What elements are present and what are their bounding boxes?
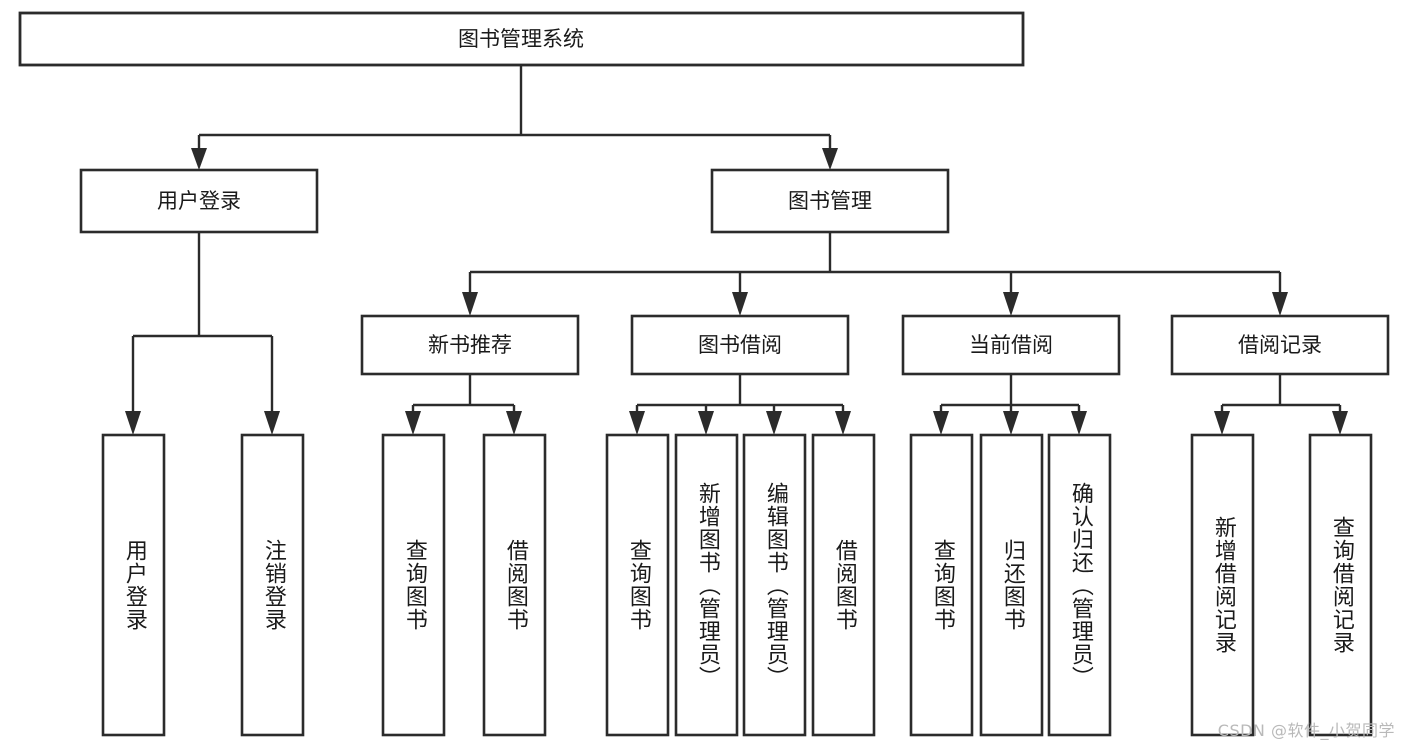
leaf-box-new-book-1[interactable] bbox=[381, 433, 446, 737]
connector-group-root bbox=[191, 65, 838, 170]
node-borrow-record[interactable]: 借阅记录 bbox=[1170, 314, 1390, 376]
connector-group-current-borrow bbox=[933, 374, 1087, 435]
leaf-box-book-borrow-4[interactable] bbox=[811, 433, 876, 737]
leaf-box-user-login-1[interactable] bbox=[101, 433, 166, 737]
arrow-bookmgmt-c3-icon bbox=[1003, 292, 1019, 316]
arrow-borrowrecord-c1-icon bbox=[1214, 411, 1230, 435]
arrow-bookborrow-c2-icon bbox=[698, 411, 714, 435]
node-book-management-label: 图书管理 bbox=[788, 189, 872, 213]
connector-group-user-login bbox=[125, 232, 280, 435]
arrow-bookborrow-c3-icon bbox=[766, 411, 782, 435]
node-user-login[interactable]: 用户登录 bbox=[79, 168, 319, 234]
leaf-box-user-login-2[interactable] bbox=[240, 433, 305, 737]
node-new-book-recommend[interactable]: 新书推荐 bbox=[360, 314, 580, 376]
arrow-newbook-c2-icon bbox=[506, 411, 522, 435]
arrow-bookborrow-c4-icon bbox=[835, 411, 851, 435]
node-borrow-record-label: 借阅记录 bbox=[1238, 333, 1322, 357]
arrow-root-to-bookmgmt-icon bbox=[822, 148, 838, 170]
arrow-root-to-login-icon bbox=[191, 148, 207, 170]
leaf-box-borrow-record-1[interactable] bbox=[1190, 433, 1255, 737]
arrow-newbook-c1-icon bbox=[405, 411, 421, 435]
node-root-box[interactable] bbox=[18, 11, 1025, 67]
node-borrow-record-box[interactable] bbox=[1170, 314, 1390, 376]
node-current-borrow-label: 当前借阅 bbox=[969, 333, 1053, 357]
leaf-box-new-book-2[interactable] bbox=[482, 433, 547, 737]
arrow-currentborrow-c1-icon bbox=[933, 411, 949, 435]
node-new-book-recommend-label: 新书推荐 bbox=[428, 333, 512, 357]
node-user-login-label: 用户登录 bbox=[157, 189, 241, 213]
connector-group-book-borrow bbox=[629, 374, 851, 435]
leaf-box-current-borrow-2[interactable] bbox=[979, 433, 1044, 737]
leaf-box-book-borrow-1[interactable] bbox=[605, 433, 670, 737]
arrow-bookmgmt-c2-icon bbox=[732, 292, 748, 316]
watermark-text: CSDN @软件_小贺同学 bbox=[1217, 721, 1395, 740]
arrow-borrowrecord-c2-icon bbox=[1332, 411, 1348, 435]
connector-group-book-management bbox=[462, 232, 1288, 316]
node-root-system[interactable]: 图书管理系统 bbox=[18, 11, 1025, 67]
node-root-label: 图书管理系统 bbox=[458, 27, 584, 51]
arrow-bookmgmt-c4-icon bbox=[1272, 292, 1288, 316]
leaf-box-current-borrow-3[interactable] bbox=[1047, 433, 1112, 737]
node-book-management[interactable]: 图书管理 bbox=[710, 168, 950, 234]
node-current-borrow-box[interactable] bbox=[901, 314, 1121, 376]
arrow-login-child-1-icon bbox=[125, 411, 141, 435]
arrow-currentborrow-c3-icon bbox=[1071, 411, 1087, 435]
leaf-box-book-borrow-3[interactable] bbox=[742, 433, 807, 737]
node-book-borrow-label: 图书借阅 bbox=[698, 333, 782, 357]
node-book-management-box[interactable] bbox=[710, 168, 950, 234]
arrow-bookborrow-c1-icon bbox=[629, 411, 645, 435]
node-book-borrow-box[interactable] bbox=[630, 314, 850, 376]
leaf-box-current-borrow-1[interactable] bbox=[909, 433, 974, 737]
arrow-login-child-2-icon bbox=[264, 411, 280, 435]
node-current-borrow[interactable]: 当前借阅 bbox=[901, 314, 1121, 376]
arrow-bookmgmt-c1-icon bbox=[462, 292, 478, 316]
connector-group-borrow-record bbox=[1214, 374, 1348, 435]
node-book-borrow[interactable]: 图书借阅 bbox=[630, 314, 850, 376]
arrow-currentborrow-c2-icon bbox=[1003, 411, 1019, 435]
leaf-box-borrow-record-2[interactable] bbox=[1308, 433, 1373, 737]
leaf-box-book-borrow-2[interactable] bbox=[674, 433, 739, 737]
node-new-book-recommend-box[interactable] bbox=[360, 314, 580, 376]
node-user-login-box[interactable] bbox=[79, 168, 319, 234]
connector-group-new-book bbox=[405, 374, 522, 435]
